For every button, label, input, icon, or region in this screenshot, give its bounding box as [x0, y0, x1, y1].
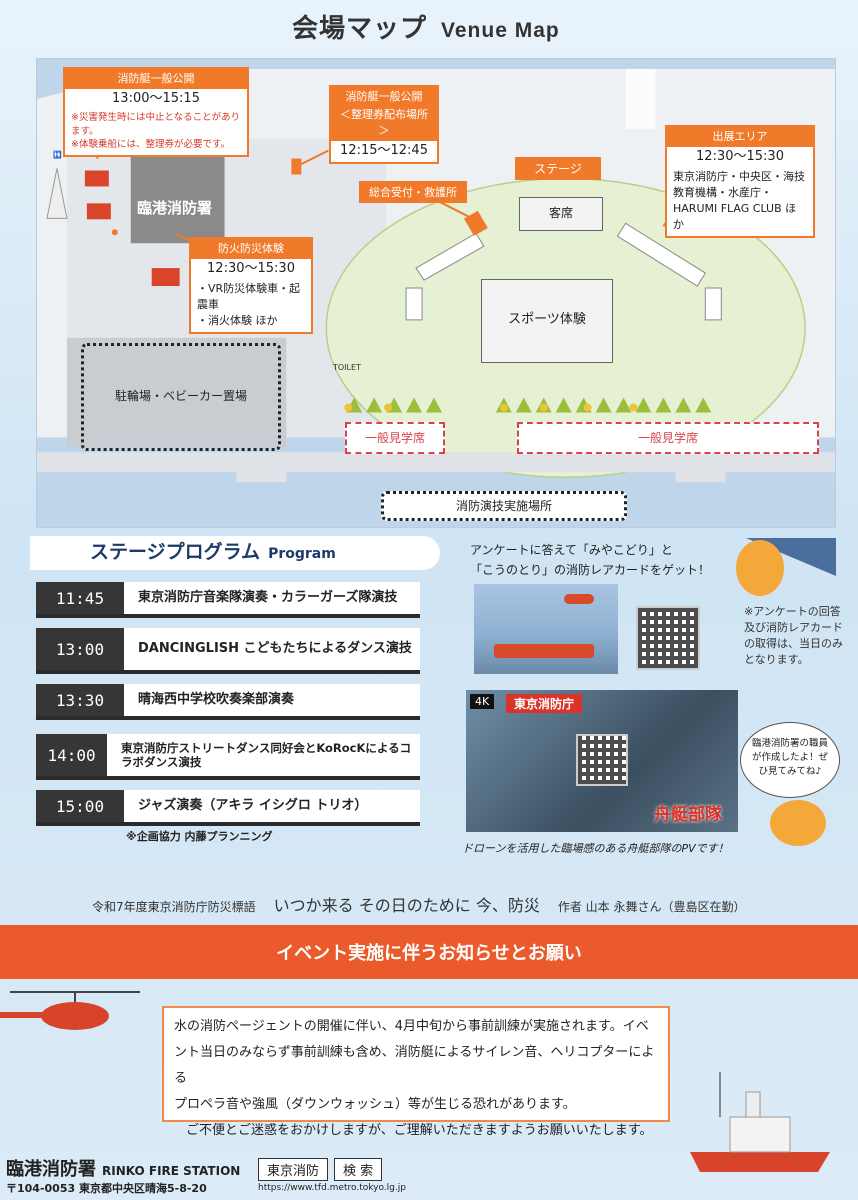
survey-line1: アンケートに答えて「みやこどり」と	[470, 543, 673, 557]
program-title-jp: ステージプログラム	[90, 541, 261, 563]
viewing-area-1: 一般見学席	[345, 422, 445, 454]
boat-public-note2: ※体験乗船には、整理券が必要です。	[71, 139, 231, 151]
ticket-head1: 消防艇一般公開	[331, 87, 437, 107]
venue-map: 消防艇一般公開 13:00〜15:15 ※災害発生時には中止となることがあります…	[36, 58, 836, 528]
boat-public-note1: ※災害発生時には中止となることがあります。	[71, 111, 241, 137]
disaster-time: 12:30〜15:30	[207, 260, 295, 276]
program-row: 15:00 ジャズ演奏（アキラ イシグロ トリオ）	[36, 790, 420, 826]
notice-box: 水の消防ページェントの開催に伴い、4月中旬から事前訓練が実施されます。イベ ント…	[162, 1006, 670, 1138]
video-qr-code[interactable]	[576, 734, 628, 786]
program-time: 11:45	[36, 582, 124, 614]
program-act: ジャズ演奏（アキラ イシグロ トリオ）	[138, 797, 368, 813]
survey-qr-code[interactable]	[636, 606, 700, 670]
boat-public-time: 13:00〜15:15	[112, 90, 200, 106]
program-time: 15:00	[36, 790, 124, 822]
ticket-time: 12:15〜12:45	[340, 142, 428, 158]
boat-photo	[474, 584, 618, 674]
exhibit-box: 出展エリア 12:30〜15:30 東京消防庁・中央区・海技教育機構・水産庁・H…	[665, 125, 815, 238]
safety-slogan: 令和7年度東京消防庁防災標語 いつか来る その日のために 今、防災 作者 山本 永舞…	[92, 892, 745, 916]
program-title-en: Program	[268, 546, 336, 562]
ticket-box: 消防艇一般公開 ＜整理券配布場所＞ 12:15〜12:45	[329, 85, 439, 164]
program-credit: ※企画協力 内藤プランニング	[126, 830, 273, 843]
reception-label: 総合受付・救護所	[359, 181, 467, 203]
program-act: 東京消防庁音楽隊演奏・カラーガーズ隊演技	[138, 589, 398, 605]
program-act: 東京消防庁ストリートダンス同好会とKoRocKによるコラボダンス演技	[121, 740, 412, 769]
video-4k-badge: 4K	[470, 694, 495, 709]
program-time: 13:00	[36, 628, 124, 670]
footer-url[interactable]: https://www.tfd.metro.tokyo.lg.jp	[258, 1183, 406, 1193]
program-act: DANCINGLISH こどもたちによるダンス演技	[138, 640, 412, 656]
slogan-author: 作者 山本 永舞さん（豊島区在勤）	[557, 900, 746, 914]
seats-label: 客席	[519, 197, 603, 231]
footer-name-en: RINKO FIRE STATION	[102, 1164, 241, 1178]
notice-line1: 水の消防ページェントの開催に伴い、4月中旬から事前訓練が実施されます。イベ	[174, 1019, 649, 1034]
sports-label: スポーツ体験	[481, 279, 613, 363]
program-row: 13:30 晴海西中学校吹奏楽部演奏	[36, 684, 420, 720]
toilet-label: TOILET	[333, 363, 361, 372]
program-row: 13:00 DANCINGLISH こどもたちによるダンス演技	[36, 628, 420, 674]
disaster-head: 防火防災体験	[191, 239, 311, 259]
title-jp: 会場マップ	[292, 14, 428, 44]
toilet-icon: 🚻	[53, 151, 62, 159]
notice-line2: ント当日のみならず事前訓練も含め、消防艇によるサイレン音、ヘリコプターによる	[174, 1045, 655, 1086]
program-header-bg	[30, 536, 440, 570]
program-time: 13:30	[36, 684, 124, 716]
disaster-body1: ・VR防災体験車・起震車	[197, 281, 301, 311]
disaster-box: 防火防災体験 12:30〜15:30 ・VR防災体験車・起震車 ・消火体験 ほか	[189, 237, 313, 334]
video-caption: ドローンを活用した臨場感のある舟艇部隊のPVです！	[462, 842, 729, 855]
program-row: 11:45 東京消防庁音楽隊演奏・カラーガーズ隊演技	[36, 582, 420, 618]
fireboat-image	[690, 1072, 830, 1182]
survey-line2: 「こうのとり」の消防レアカードをゲット！	[470, 563, 711, 578]
slogan-main: いつか来る その日のために 今、防災	[273, 896, 540, 915]
video-unit: 舟艇部隊	[654, 805, 722, 825]
search-term-box[interactable]: 東京消防	[258, 1158, 329, 1181]
exhibit-head: 出展エリア	[667, 127, 813, 147]
notice-line4: ご不便とご迷惑をおかけしますが、ご理解いただきますようお願いいたします。	[186, 1123, 653, 1138]
speech-bubble: 臨港消防署の職員が作成したよ！ぜひ見てみてね♪	[740, 722, 840, 798]
program-row: 14:00 東京消防庁ストリートダンス同好会とKoRocKによるコラボダンス演技	[36, 734, 420, 780]
video-org: 東京消防庁	[506, 694, 583, 713]
search-button[interactable]: 検 索	[334, 1158, 383, 1181]
viewing-area-2: 一般見学席	[517, 422, 819, 454]
parking-label: 駐輪場・ベビーカー置場	[114, 389, 247, 403]
disaster-body2: ・消火体験 ほか	[197, 313, 278, 327]
notice-line3: プロペラ音や強風（ダウンウォッシュ）等が生じる恐れがあります。	[174, 1097, 576, 1112]
program-act: 晴海西中学校吹奏楽部演奏	[138, 691, 295, 707]
footer-search: 東京消防 検 索	[258, 1158, 383, 1181]
footer-address: 〒104-0053 東京都中央区晴海5-8-20	[6, 1182, 207, 1195]
boat-public-box: 消防艇一般公開 13:00〜15:15 ※災害発生時には中止となることがあります…	[63, 67, 249, 158]
helicopter-image	[0, 982, 150, 1052]
exhibit-time: 12:30〜15:30	[696, 148, 784, 164]
boat-public-head: 消防艇一般公開	[65, 69, 247, 89]
program-time: 14:00	[36, 734, 108, 776]
title-en: Venue Map	[441, 19, 560, 42]
ticket-head2: ＜整理券配布場所＞	[331, 106, 437, 141]
notice-title: イベント実施に伴うお知らせとお願い	[0, 925, 858, 979]
station-label: 臨港消防署	[137, 199, 213, 217]
program-title: ステージプログラム Program	[90, 537, 336, 564]
video-thumbnail[interactable]: 4K 東京消防庁 舟艇部隊	[466, 690, 738, 832]
drill-area: 消防演技実施場所	[381, 491, 627, 521]
mascot-icon	[770, 800, 826, 846]
page-title: 会場マップ Venue Map	[292, 8, 560, 45]
parking-area: 駐輪場・ベビーカー置場	[81, 343, 281, 451]
footer-station-name: 臨港消防署 RINKO FIRE STATION	[6, 1155, 240, 1181]
stage-label: ステージ	[515, 157, 601, 180]
mascot-icon	[736, 540, 784, 596]
slogan-prefix: 令和7年度東京消防庁防災標語	[92, 900, 256, 914]
exhibit-body: 東京消防庁・中央区・海技教育機構・水産庁・HARUMI FLAG CLUB ほか	[673, 169, 805, 231]
survey-text: アンケートに答えて「みやこどり」と 「こうのとり」の消防レアカードをゲット！	[470, 540, 710, 581]
footer-name-jp: 臨港消防署	[6, 1159, 96, 1180]
survey-note: ※アンケートの回答及び消防レアカードの取得は、当日のみとなります。	[744, 605, 843, 666]
